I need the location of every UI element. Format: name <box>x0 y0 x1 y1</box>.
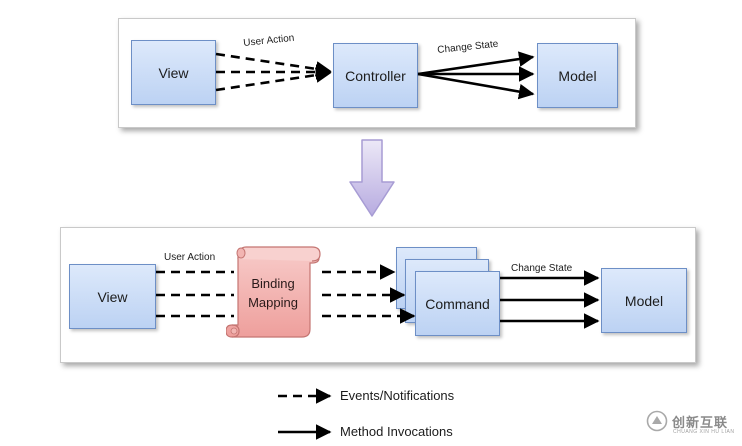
top-model-label: Model <box>558 67 597 84</box>
legend-solid-label: Method Invocations <box>340 424 453 439</box>
top-dashed-arrow-1 <box>215 52 332 77</box>
top-dashed-arrow-3 <box>215 67 332 92</box>
watermark-logo-icon <box>646 410 668 432</box>
top-controller-box: Controller <box>333 43 418 108</box>
top-solid-arrow-1 <box>417 51 535 76</box>
watermark-subtext: CHUANG XIN HU LIAN <box>673 429 735 435</box>
watermark-text: 创新互联 <box>672 415 729 430</box>
binding-mapping-scroll-icon <box>226 246 321 338</box>
bottom-view-box: View <box>69 264 156 329</box>
bottom-model-label: Model <box>624 292 664 309</box>
binding-label-line2: Mapping <box>248 295 298 310</box>
bottom-change-state-label: Change State <box>511 263 573 274</box>
transition-down-arrow-icon <box>349 139 395 217</box>
top-controller-label: Controller <box>345 67 406 84</box>
command-box-front: Command <box>415 271 500 336</box>
top-solid-arrow-3 <box>417 72 535 100</box>
top-view-box: View <box>131 40 216 105</box>
top-view-label: View <box>158 64 189 81</box>
command-label: Command <box>425 295 490 312</box>
bottom-user-action-label: User Action <box>164 252 216 263</box>
binding-label-line1: Binding <box>251 276 295 291</box>
binding-mapping-label: Binding Mapping <box>236 274 310 312</box>
legend-dashed-label: Events/Notifications <box>340 388 455 403</box>
top-model-box: Model <box>537 43 618 108</box>
bottom-model-box: Model <box>601 268 687 333</box>
bottom-view-label: View <box>97 288 128 305</box>
